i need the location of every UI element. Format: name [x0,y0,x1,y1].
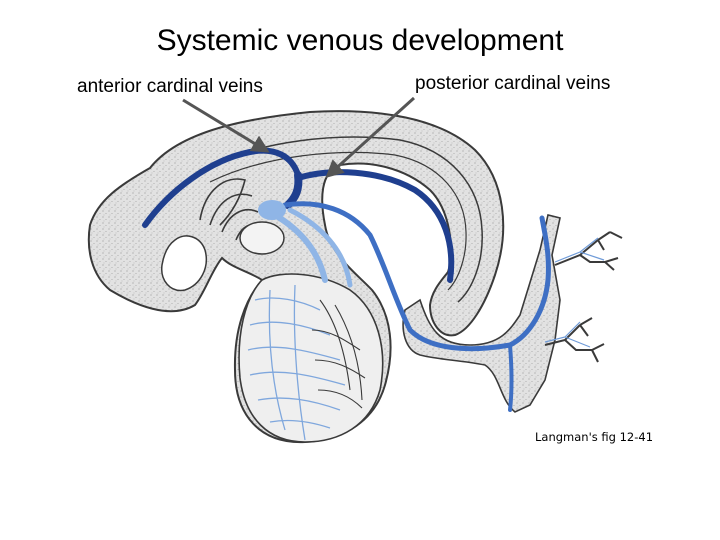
pointer-posterior [325,96,416,179]
head-cavity [161,235,207,292]
sinus-venosus [258,200,286,220]
vitelline-vein [272,212,328,283]
slide-title: Systemic venous development [156,24,564,57]
umbilical-vitelline-veins [258,200,551,412]
vitelline-network [247,284,346,441]
pointer-anterior [182,98,270,153]
figure-caption: Langman's fig 12-41 [535,430,654,444]
yolk-sac [238,273,384,443]
placental-villi-upper [554,231,623,271]
umbilical-vein-lower [508,343,514,412]
anterior-cardinal-vein [142,147,301,228]
connecting-stalk [402,214,561,413]
placental-villi-lower [544,317,605,363]
neural-tube [199,136,483,303]
yolk-sac-dark-network [311,299,366,409]
heart-region [239,221,285,255]
umbilical-vein [282,201,551,352]
label-anterior-cardinal-veins: anterior cardinal veins [77,76,263,97]
label-posterior-cardinal-veins: posterior cardinal veins [415,73,611,94]
